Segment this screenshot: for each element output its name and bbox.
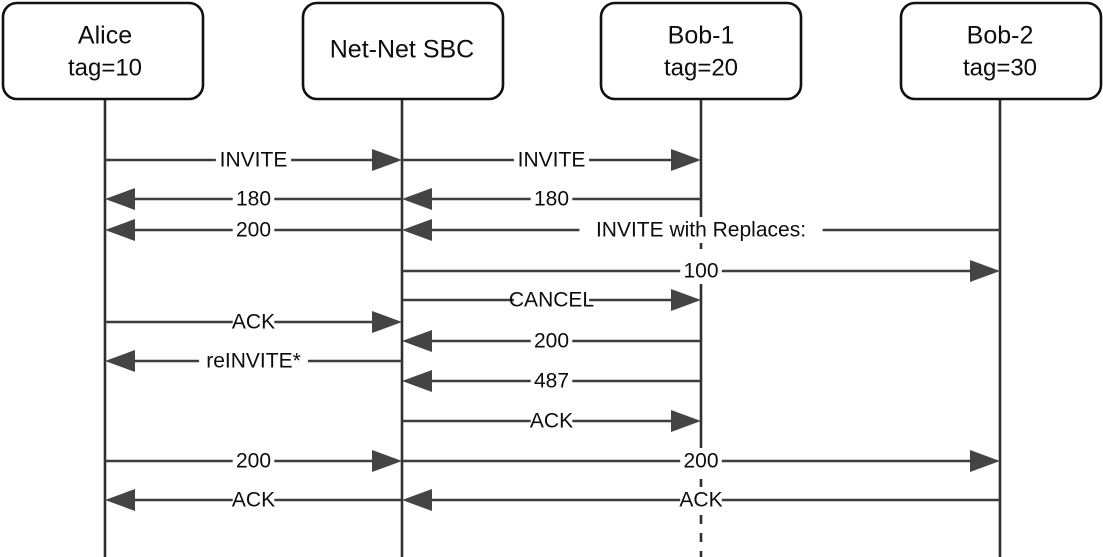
participant-box-alice[interactable]: Alice tag=10 <box>1 1 205 101</box>
participant-box-shape-bob1 <box>599 1 803 101</box>
message-label-backdrop <box>199 348 308 374</box>
participant-tag-alice: tag=10 <box>68 54 142 81</box>
participant-box-bob1[interactable]: Bob-1 tag=20 <box>599 1 803 101</box>
participant-title-bob1: Bob-1 <box>668 22 735 50</box>
message-label: 180 <box>534 188 569 211</box>
participant-title-bob2: Bob-2 <box>967 22 1034 50</box>
message-reinvite[interactable]: reINVITE* <box>105 348 402 374</box>
message-arrowhead <box>402 219 432 241</box>
messages-layer: INVITE INVITE 180 180 200 INVITE with Replace… <box>105 147 1000 513</box>
message-label-backdrop <box>232 448 275 474</box>
message-label-backdrop <box>232 309 275 335</box>
message-arrowhead <box>105 188 135 210</box>
message-cancel[interactable]: CANCEL <box>402 287 701 313</box>
message-arrowhead <box>671 289 701 311</box>
participant-box-sbc[interactable]: Net-Net SBC <box>301 1 505 101</box>
message-arrowhead <box>671 410 701 432</box>
message-180[interactable]: 180 <box>402 186 701 212</box>
message-arrowhead <box>402 370 432 392</box>
message-180[interactable]: 180 <box>105 186 402 212</box>
message-200[interactable]: 200 <box>105 448 402 474</box>
message-label: INVITE with Replaces: <box>596 219 806 242</box>
message-label-backdrop <box>232 487 275 513</box>
message-label: ACK <box>232 311 275 334</box>
message-label: 200 <box>236 450 271 473</box>
message-label: ACK <box>232 489 275 512</box>
participant-box-bob2[interactable]: Bob-2 tag=30 <box>899 1 1103 101</box>
message-arrowhead <box>105 219 135 241</box>
message-label-backdrop <box>232 186 275 212</box>
participant-box-shape-alice <box>1 1 205 101</box>
message-arrowhead <box>402 188 432 210</box>
message-invite[interactable]: INVITE <box>402 147 701 173</box>
message-ack[interactable]: ACK <box>402 487 1000 513</box>
message-label-backdrop <box>579 217 823 243</box>
message-arrowhead <box>372 311 402 333</box>
message-arrowhead <box>105 489 135 511</box>
message-label: ACK <box>530 410 573 433</box>
message-200[interactable]: 200 <box>402 448 1000 474</box>
message-label: 200 <box>683 450 718 473</box>
participant-box-shape-sbc <box>301 1 505 101</box>
message-label: ACK <box>679 489 722 512</box>
message-label: 200 <box>236 219 271 242</box>
message-label-backdrop <box>232 217 275 243</box>
participant-tag-bob1: tag=20 <box>664 54 738 81</box>
message-arrowhead <box>402 330 432 352</box>
message-200[interactable]: 200 <box>402 328 701 354</box>
message-200[interactable]: 200 <box>105 217 402 243</box>
participant-box-shape-bob2 <box>899 1 1103 101</box>
message-487[interactable]: 487 <box>402 368 701 394</box>
message-label-backdrop <box>680 448 722 474</box>
message-label-backdrop <box>530 328 573 354</box>
message-arrowhead <box>402 489 432 511</box>
message-label-backdrop <box>530 368 573 394</box>
message-label: INVITE <box>518 149 586 172</box>
message-ack[interactable]: ACK <box>402 408 701 434</box>
message-arrowhead <box>671 149 701 171</box>
participant-title-sbc: Net-Net SBC <box>330 36 474 64</box>
message-label: reINVITE* <box>206 350 301 373</box>
message-label-backdrop <box>680 258 722 284</box>
message-invite[interactable]: INVITE <box>105 147 402 173</box>
message-label: 180 <box>236 188 271 211</box>
message-label-backdrop <box>530 408 573 434</box>
message-label-backdrop <box>680 487 722 513</box>
participant-title-alice: Alice <box>78 22 132 50</box>
participant-tag-bob2: tag=30 <box>963 54 1037 81</box>
message-arrowhead <box>970 260 1000 282</box>
message-arrowhead <box>372 149 402 171</box>
message-label-backdrop <box>513 287 590 313</box>
message-ack[interactable]: ACK <box>105 487 402 513</box>
message-label: INVITE <box>220 149 288 172</box>
message-label-backdrop <box>530 186 573 212</box>
message-arrowhead <box>372 450 402 472</box>
message-label: CANCEL <box>509 289 594 312</box>
message-arrowhead <box>105 350 135 372</box>
message-label: 100 <box>683 260 718 283</box>
message-ack[interactable]: ACK <box>105 309 402 335</box>
message-label: 200 <box>534 330 569 353</box>
message-arrowhead <box>970 450 1000 472</box>
message-100[interactable]: 100 <box>402 258 1000 284</box>
message-label-backdrop <box>513 147 590 173</box>
message-label-backdrop <box>215 147 292 173</box>
message-label: 487 <box>534 370 569 393</box>
participant-boxes-layer: Alice tag=10 Net-Net SBC Bob-1 tag=20 Bob-2 ta… <box>1 1 1103 101</box>
message-invite-with-replaces[interactable]: INVITE with Replaces: <box>402 217 1000 243</box>
